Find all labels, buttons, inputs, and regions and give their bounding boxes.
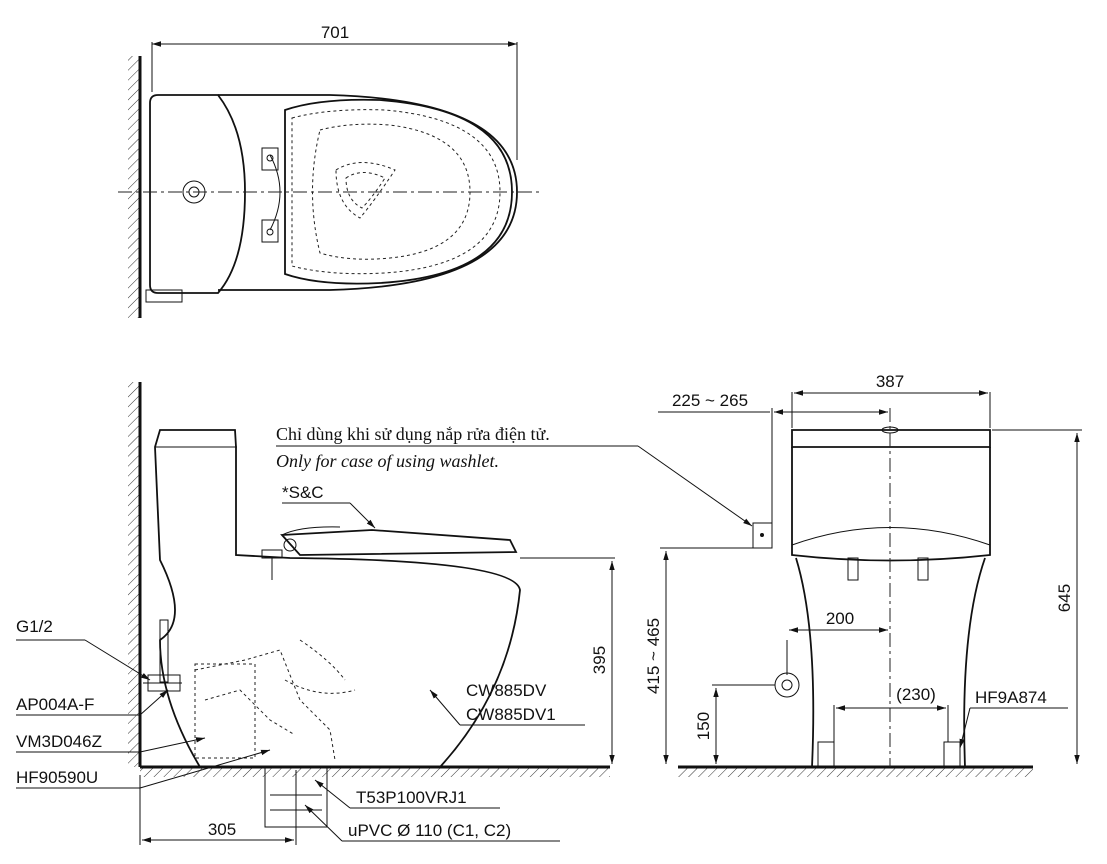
dim-outlet-offset: 225 ~ 265 bbox=[672, 391, 748, 410]
dim-side-height: 395 bbox=[590, 646, 609, 674]
label-angle-valve: AP004A-F bbox=[16, 695, 94, 714]
front-body bbox=[795, 557, 986, 768]
side-seat bbox=[280, 529, 518, 556]
top-view: 701 bbox=[118, 23, 540, 318]
top-tank bbox=[149, 94, 246, 294]
label-adapter: T53P100VRJ1 bbox=[356, 788, 467, 807]
label-model-2: CW885DV1 bbox=[466, 705, 556, 724]
label-supply-hose: VM3D046Z bbox=[16, 732, 102, 751]
front-floor-hatch bbox=[678, 767, 1033, 777]
dim-inlet-offset: 200 bbox=[826, 609, 854, 628]
dim-top-width: 701 bbox=[321, 23, 349, 42]
part-labels: Chỉ dùng khi sử dụng nắp rửa điện tử. On… bbox=[16, 424, 753, 842]
note-en: Only for case of using washlet. bbox=[276, 451, 499, 471]
dim-inlet-height: 150 bbox=[694, 712, 713, 740]
label-seat: *S&C bbox=[282, 483, 324, 502]
label-flange: HF90590U bbox=[16, 768, 98, 787]
dim-seat-height-range: 415 ~ 465 bbox=[644, 618, 663, 694]
dim-side-depth: 305 bbox=[208, 820, 236, 839]
top-wall-hatch bbox=[128, 56, 140, 318]
label-thread: G1/2 bbox=[16, 617, 53, 636]
front-view: 387 225 ~ 265 415 ~ 465 150 200 (230) 64… bbox=[644, 372, 1082, 777]
label-floor-bolt: HF9A874 bbox=[975, 688, 1047, 707]
side-wall-hatch bbox=[128, 382, 140, 767]
dim-front-width: 387 bbox=[876, 372, 904, 391]
label-drain-pipe: uPVC Ø 110 (C1, C2) bbox=[348, 821, 511, 840]
note-vi: Chỉ dùng khi sử dụng nắp rửa điện tử. bbox=[276, 424, 550, 444]
dim-total-height: 645 bbox=[1055, 584, 1074, 612]
label-model-1: CW885DV bbox=[466, 681, 547, 700]
side-view: 305 395 bbox=[128, 382, 615, 845]
side-floor-hatch bbox=[140, 767, 610, 777]
dim-anchor-spacing: (230) bbox=[896, 685, 936, 704]
